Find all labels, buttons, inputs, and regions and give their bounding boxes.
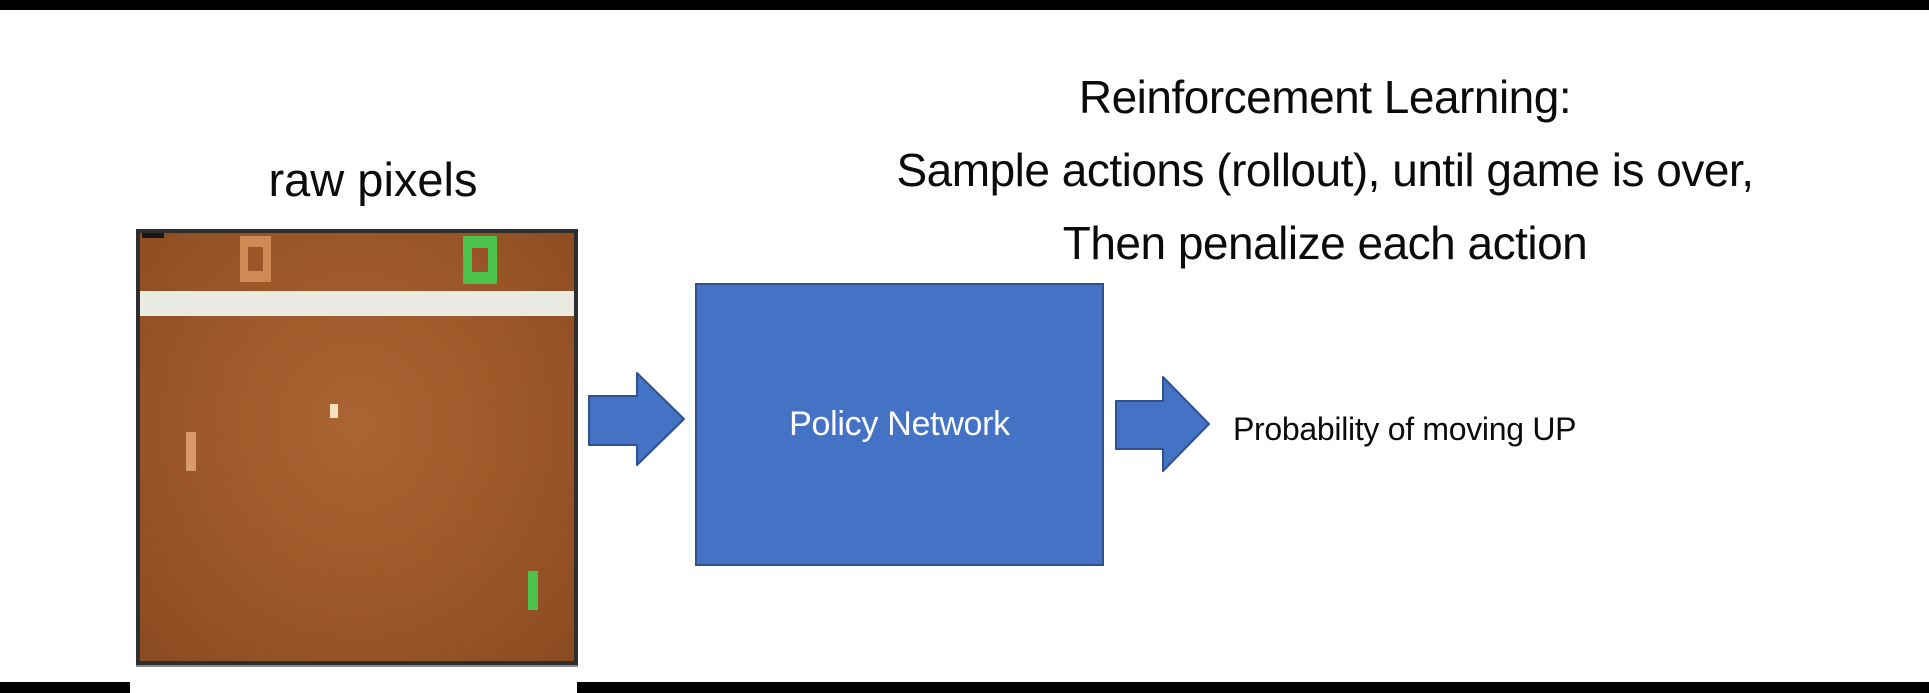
pong-ball xyxy=(330,404,338,418)
raw-pixels-caption: raw pixels xyxy=(268,153,478,206)
policy-network-box: Policy Network xyxy=(695,283,1104,566)
playfield-white-band xyxy=(140,291,574,316)
headline: Reinforcement Learning: Sample actions (… xyxy=(775,61,1875,280)
bottom-black-bar-left xyxy=(0,682,130,693)
left-player-score-zero xyxy=(240,236,271,282)
pong-game-screenshot xyxy=(136,229,578,665)
headline-line-2: Sample actions (rollout), until game is … xyxy=(896,144,1754,196)
headline-line-1: Reinforcement Learning: xyxy=(1078,71,1572,123)
output-arrow-icon xyxy=(1115,376,1210,472)
headline-line-3: Then penalize each action xyxy=(1062,217,1588,269)
right-player-score-zero xyxy=(463,236,497,284)
left-paddle xyxy=(186,432,196,471)
output-caption: Probability of moving UP xyxy=(1233,411,1577,447)
screen-corner-notch xyxy=(142,233,164,238)
top-black-bar xyxy=(0,0,1929,10)
input-arrow-icon xyxy=(588,372,685,466)
policy-network-label: Policy Network xyxy=(789,405,1010,443)
bottom-black-bar-right xyxy=(577,682,1929,693)
right-paddle xyxy=(528,571,538,610)
